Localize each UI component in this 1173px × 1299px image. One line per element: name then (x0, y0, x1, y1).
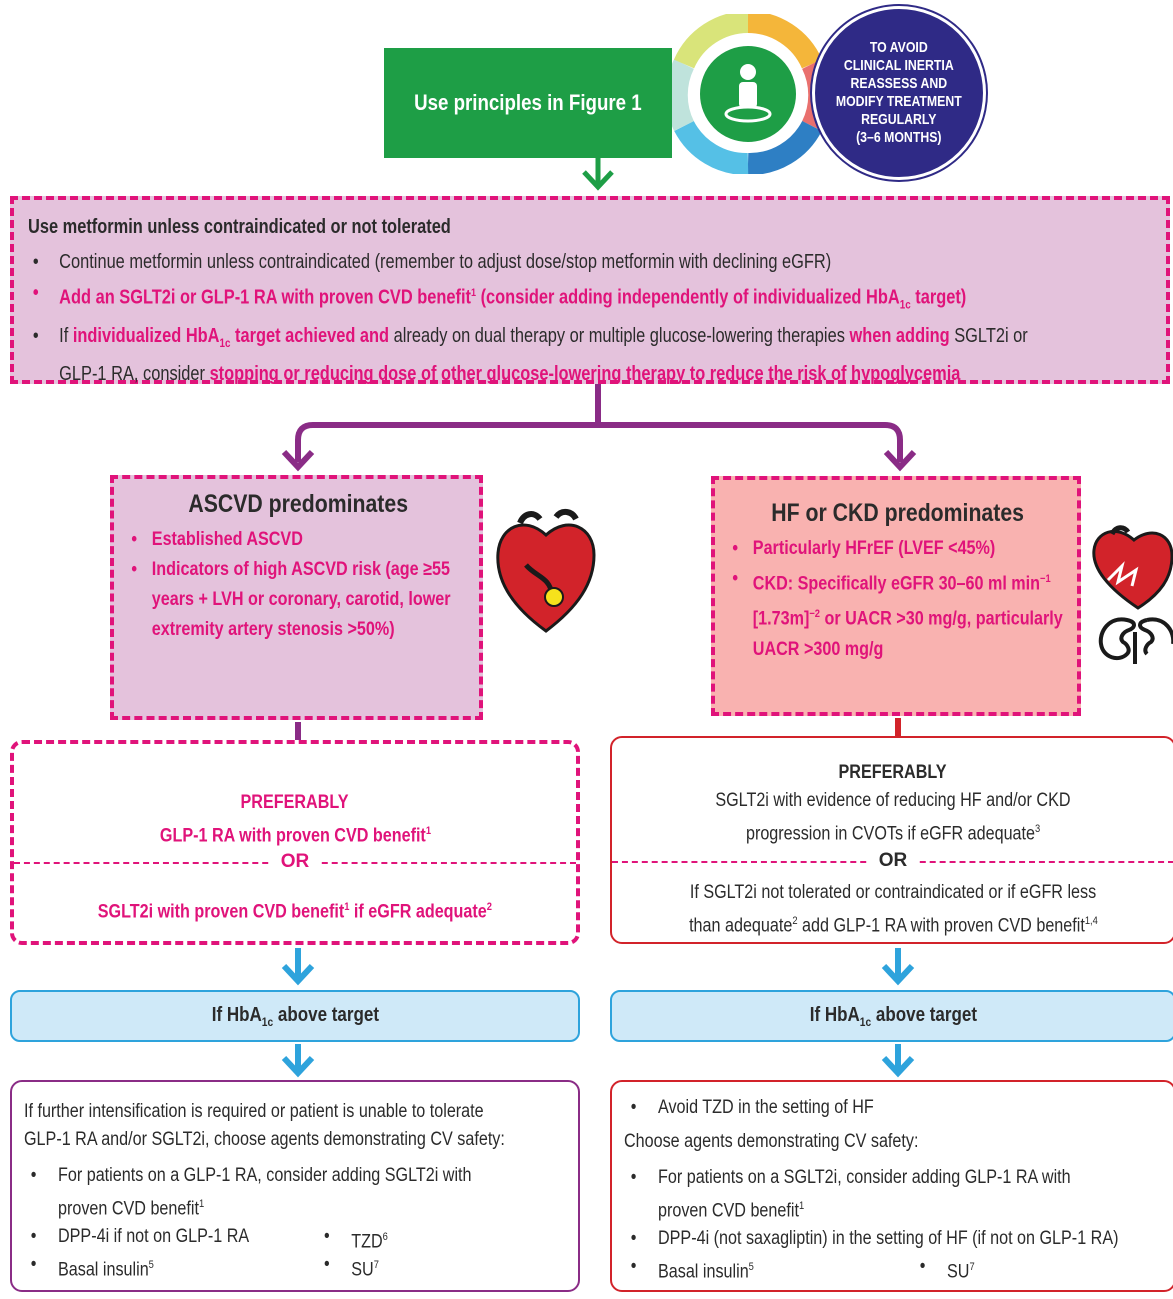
hf-item-1: Particularly HFrEF (LVEF <45%) (729, 534, 1067, 564)
pref-left-line2: SGLT2i with proven CVD benefit1 if eGFR … (97, 901, 493, 923)
bottom-left-box: If further intensification is required o… (10, 1080, 580, 1292)
bot-right-intro: Choose agents demonstrating CV safety: (624, 1131, 919, 1152)
ascvd-title: ASCVD predominates (188, 490, 409, 518)
bot-right-bullet-3: DPP-4i (not saxagliptin) in the setting … (624, 1225, 1168, 1253)
pref-right-line2: progression in CVOTs if eGFR adequate3 (745, 823, 1041, 845)
bot-right-bullet-1: Avoid TZD in the setting of HF (624, 1094, 1168, 1122)
reassess-badge: TO AVOID CLINICAL INERTIA REASSESS AND M… (812, 6, 986, 180)
kidney-icon (1098, 617, 1173, 664)
hf-item-2: CKD: Specifically eGFR 30–60 ml min−1 [1… (729, 564, 1067, 665)
bot-left-bullet-1: For patients on a GLP-1 RA, consider add… (24, 1162, 568, 1223)
pref-right-or: OR (868, 846, 918, 876)
metformin-bullet-3: If individualized HbA1c target achieved … (28, 321, 1160, 390)
heart-icon (496, 509, 596, 633)
ascvd-box: ASCVD predominates Established ASCVD Ind… (110, 475, 483, 720)
bot-left-intro-2: GLP-1 RA and/or SGLT2i, choose agents de… (24, 1129, 505, 1150)
pref-left-heading: PREFERABLY (240, 792, 349, 813)
pref-right-heading: PREFERABLY (838, 762, 947, 783)
badge-line-4: MODIFY TREATMENT (836, 93, 962, 110)
bot-left-bullet-4: TZD6 (317, 1223, 388, 1256)
pref-left-or: OR (270, 847, 320, 877)
bottom-right-box: Avoid TZD in the setting of HF Choose ag… (610, 1080, 1173, 1292)
metformin-bullet-2: Add an SGLT2i or GLP-1 RA with proven CV… (28, 278, 1160, 321)
preferably-left-box: PREFERABLY GLP-1 RA with proven CVD bene… (10, 740, 580, 945)
badge-line-6: (3–6 MONTHS) (856, 129, 942, 146)
pref-left-line1: GLP-1 RA with proven CVD benefit1 (159, 825, 431, 847)
ascvd-item-2: Indicators of high ASCVD risk (age ≥55 y… (128, 555, 468, 645)
badge-line-2: CLINICAL INERTIA (844, 57, 954, 74)
bot-right-bullet-5: SU7 (913, 1253, 975, 1286)
pref-right-line4: than adequate2 add GLP-1 RA with proven … (688, 915, 1098, 937)
hf-ckd-box: HF or CKD predominates Particularly HFrE… (711, 476, 1081, 716)
ascvd-item-1: Established ASCVD (128, 525, 468, 555)
bot-left-bullet-2: DPP-4i if not on GLP-1 RA (24, 1223, 249, 1251)
principles-label: Use principles in Figure 1 (414, 90, 642, 115)
person-cycle-icon (672, 14, 824, 174)
principles-box: Use principles in Figure 1 (384, 48, 672, 158)
bot-right-bullet-2: For patients on a SGLT2i, consider addin… (624, 1164, 1168, 1225)
metformin-box: Use metformin unless contraindicated or … (10, 196, 1170, 385)
badge-line-1: TO AVOID (870, 39, 928, 56)
bot-right-bullet-4: Basal insulin5 (624, 1253, 754, 1286)
hba1c-bar-left: If HbA1c above target (10, 990, 580, 1042)
pref-right-line1: SGLT2i with evidence of reducing HF and/… (715, 790, 1071, 811)
bot-left-intro-1: If further intensification is required o… (24, 1101, 484, 1122)
hba1c-bar-right: If HbA1c above target (610, 990, 1173, 1042)
bot-left-bullet-3: Basal insulin5 (24, 1251, 154, 1284)
heart-failure-icon (1092, 525, 1173, 610)
metformin-bullet-1: Continue metformin unless contraindicate… (28, 247, 1160, 278)
badge-line-5: REGULARLY (861, 111, 937, 128)
preferably-right-box: PREFERABLY SGLT2i with evidence of reduc… (610, 736, 1173, 944)
badge-line-3: REASSESS AND (850, 75, 948, 92)
hf-title: HF or CKD predominates (771, 499, 1025, 527)
metformin-title: Use metformin unless contraindicated or … (28, 216, 451, 238)
bot-left-bullet-5: SU7 (317, 1251, 379, 1284)
pref-right-line3: If SGLT2i not tolerated or contraindicat… (689, 882, 1097, 903)
